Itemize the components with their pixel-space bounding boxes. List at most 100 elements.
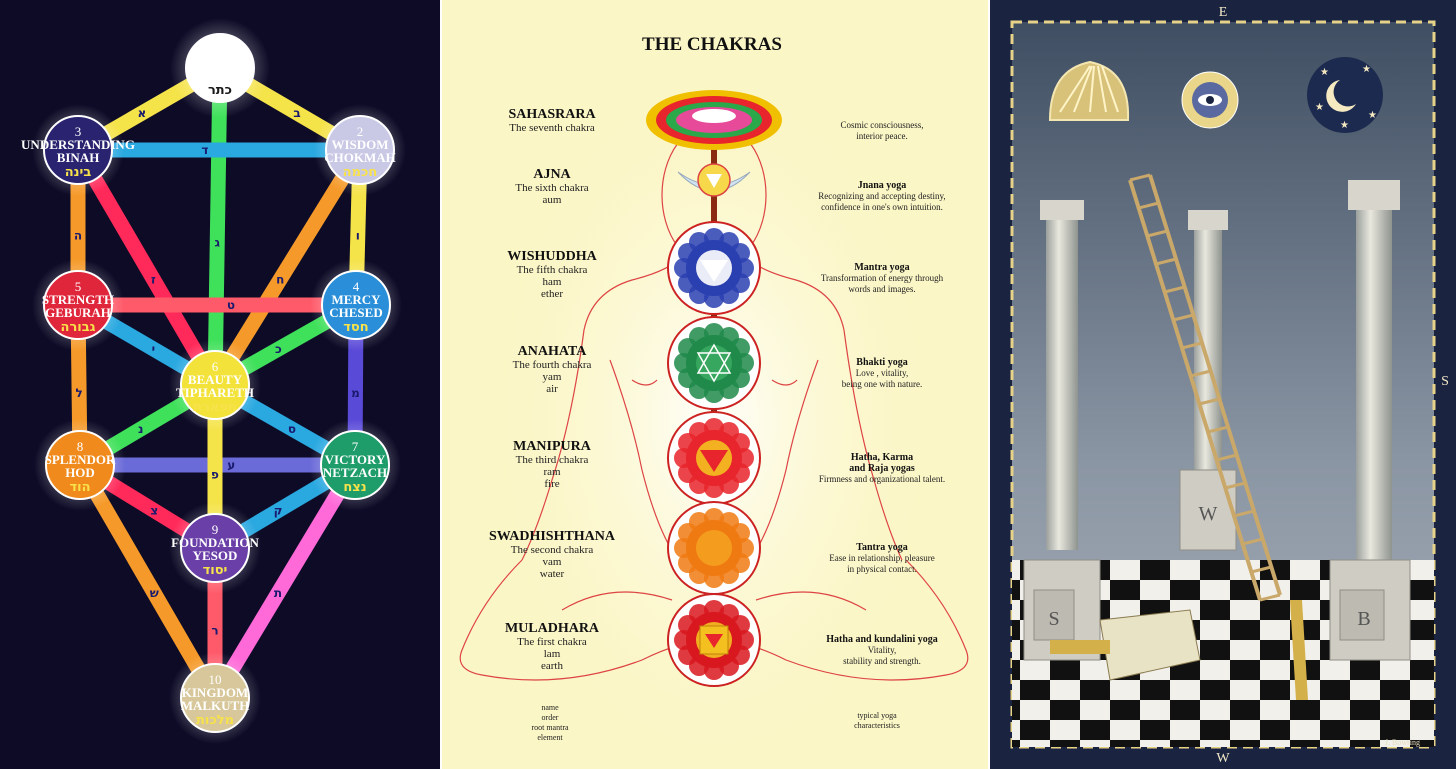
path-letter: ז (151, 272, 156, 286)
ladder-rung (1181, 341, 1203, 350)
ladder-rung (1164, 285, 1186, 294)
path-letter: ת (274, 586, 282, 600)
chakra-detail: vam (543, 556, 562, 568)
chakra-characteristic: being one with nature. (842, 379, 922, 389)
compass-east: E (1219, 5, 1228, 20)
masonic-lodge-panel: E W S ★ ★ ★ ★ ★ (990, 0, 1456, 769)
sefira-name: UNDERSTANDING (21, 137, 135, 152)
sefira-alt-name: CHESED (329, 305, 382, 320)
chakra-yoga-title: Tantra yoga (856, 542, 908, 553)
chakra-characteristic: Ease in relationship, pleasure (829, 553, 934, 563)
sefira-number: 1 (217, 42, 224, 57)
legend-left-line: order (542, 713, 559, 722)
ladder-rung (1146, 229, 1168, 238)
path-letter: ל (75, 386, 82, 400)
chakra-name: WISHUDDHA (507, 249, 597, 264)
chakra-detail: ram (543, 466, 561, 478)
tree-path (207, 67, 228, 386)
legend-right-line: typical yoga (857, 711, 897, 720)
sefira-name: VICTORY (325, 452, 386, 467)
path-letter: ד (201, 143, 208, 157)
chakra-characteristic: stability and strength. (843, 656, 921, 666)
sefira-name: WISDOM (331, 137, 388, 152)
chakra-name: MULADHARA (505, 621, 600, 636)
gold-plumb-tool (1290, 600, 1308, 700)
chakra-detail: The third chakra (516, 454, 589, 466)
chakra-name: ANAHATA (518, 344, 588, 359)
sefira-hebrew: תפארת (193, 400, 237, 415)
legend-right-line: characteristics (854, 721, 900, 730)
svg-text:★: ★ (1320, 67, 1329, 78)
path-letter: י (152, 342, 156, 356)
ladder-rung (1250, 565, 1272, 574)
path-letter: ט (227, 298, 235, 312)
sefira-hebrew: מלכות (196, 713, 234, 728)
path-letter: צ (150, 504, 158, 518)
checkered-floor (1012, 560, 1434, 747)
sefira-number: 2 (357, 124, 364, 139)
path-letter: פ (211, 468, 219, 482)
sefira-sphere (180, 663, 250, 733)
sefira-hebrew: חכמה (343, 165, 378, 180)
sefira-alt-name: BINAH (57, 150, 100, 165)
path-letter: מ (351, 386, 360, 400)
sefira-sphere (43, 115, 113, 185)
moon-and-stars-symbol: ★ ★ ★ ★ ★ (1307, 57, 1383, 133)
sun-symbol (1048, 60, 1130, 121)
chakra-detail: The seventh chakra (509, 122, 595, 134)
tree-nodes: 1CROWNKETHERכתר2WISDOMCHOKMAHחכמה3UNDERS… (21, 18, 406, 744)
legend-left: name order root mantra element (531, 703, 569, 742)
chakra-detail: The fourth chakra (513, 359, 592, 371)
ladder-rung (1242, 537, 1264, 546)
chakra-detail: ham (543, 276, 562, 288)
chakra-detail: yam (543, 371, 562, 383)
chakras-title: THE CHAKRAS (642, 34, 782, 55)
path-letter: ב (293, 106, 300, 120)
sefira-number: 9 (212, 522, 219, 537)
path-letter: כ (275, 342, 282, 356)
compass-south: S (1441, 374, 1449, 389)
sefira-number: 10 (209, 672, 222, 687)
chakra-detail: The first chakra (517, 636, 587, 648)
ladder-rung (1172, 313, 1194, 322)
gold-level-tool (1050, 640, 1110, 654)
path-letter: ע (227, 458, 235, 472)
chakra-yoga-title: and Raja yogas (849, 463, 915, 474)
sefira-sphere (325, 115, 395, 185)
legend-left-line: element (537, 733, 563, 742)
svg-text:★: ★ (1340, 120, 1349, 131)
sefira-name: MERCY (331, 292, 381, 307)
legend-left-line: root mantra (531, 723, 569, 732)
plinth-letter-right: B (1357, 608, 1370, 630)
path-letter: א (138, 106, 147, 120)
sefira-sphere (45, 430, 115, 500)
path-letter: ג (215, 235, 221, 249)
chakra-detail: The second chakra (511, 544, 594, 556)
chakra-characteristic: interior peace. (856, 131, 907, 141)
chakra-detail: ether (541, 288, 563, 300)
svg-text:★: ★ (1368, 110, 1377, 121)
ladder-rung (1198, 397, 1220, 406)
svg-text:★: ★ (1315, 102, 1324, 113)
chakra-detail: fire (544, 478, 559, 490)
compass-west: W (1216, 751, 1230, 766)
seated-figure-outline (459, 122, 969, 681)
chakra-detail: The sixth chakra (515, 182, 588, 194)
sefira-name: STRENGTH (42, 292, 114, 307)
jacobs-ladder (1128, 173, 1282, 602)
sefira-alt-name: YESOD (193, 548, 238, 563)
plinth-letter-middle: W (1199, 503, 1218, 525)
